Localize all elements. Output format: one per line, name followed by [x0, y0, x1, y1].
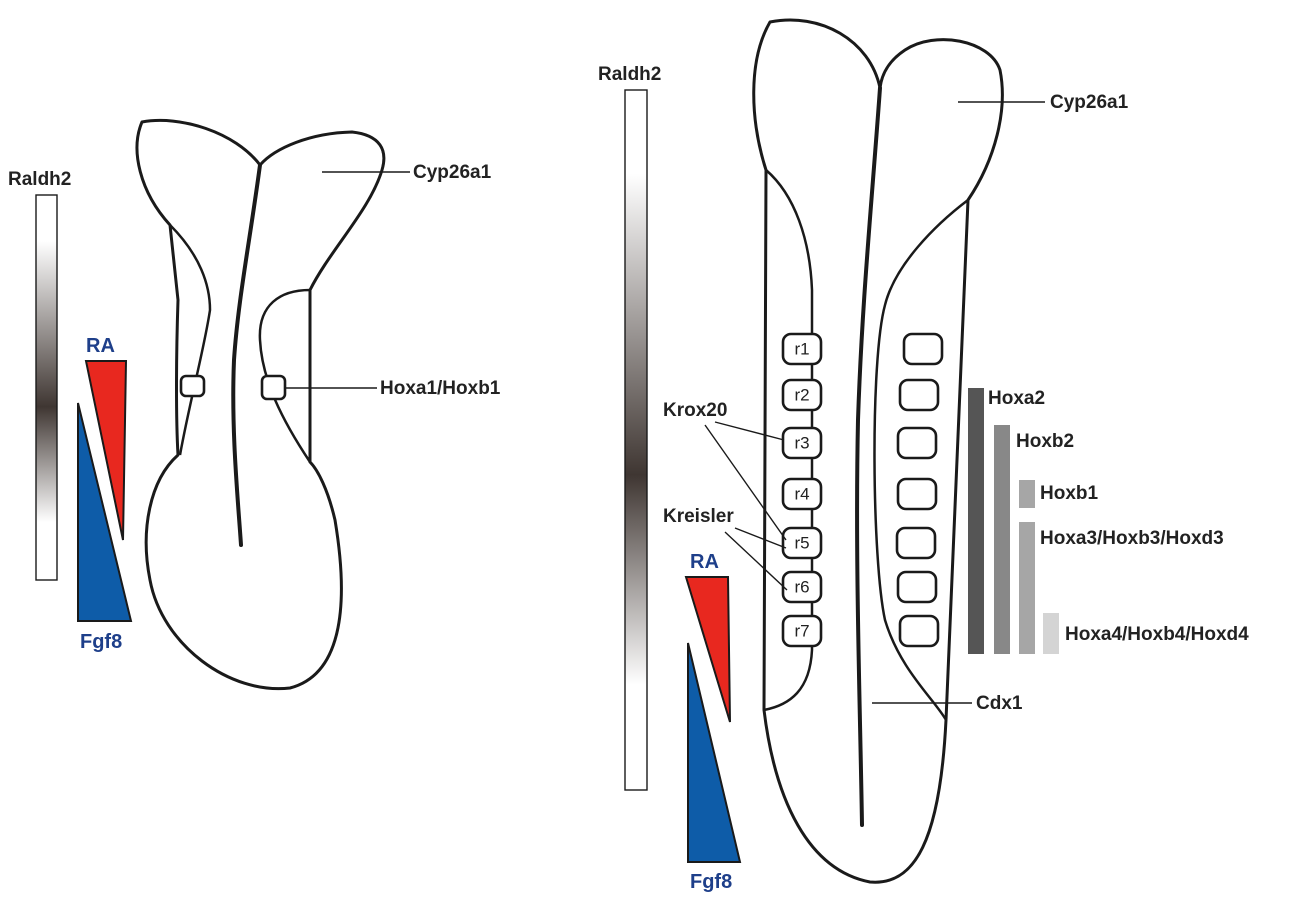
left-embryo-outline: [137, 120, 384, 688]
right-raldh2-label: Raldh2: [598, 64, 661, 85]
rhombomere-box: [897, 528, 935, 558]
rhombomere-box: [898, 479, 936, 509]
kreisler-label: Kreisler: [663, 506, 734, 527]
hox3-paralog-bar: [1019, 522, 1035, 654]
rhombomere-box: [898, 572, 936, 602]
rhombomere-label: r5: [794, 534, 809, 553]
left-cyp26a1-label: Cyp26a1: [413, 162, 492, 183]
left-panel: Raldh2 RA Fgf8 Cyp26a1 Hoxa1/Hoxb1: [8, 120, 501, 688]
right-fgf8-label: Fgf8: [690, 871, 732, 893]
hox-expression-bars: Hoxa2 Hoxb2 Hoxb1 Hoxa3/Hoxb3/Hoxd3 Hoxa…: [968, 388, 1249, 654]
hoxb2-label: Hoxb2: [1016, 431, 1074, 452]
right-ra-label: RA: [690, 551, 719, 573]
hox4-paralog-bar: [1043, 613, 1059, 654]
left-hox-domain-box-left: [181, 376, 204, 396]
right-cyp26a1-label: Cyp26a1: [1050, 92, 1129, 113]
rhombomere-label: r6: [794, 578, 809, 597]
left-hox-label: Hoxa1/Hoxb1: [380, 378, 501, 399]
right-rhombomere-column-mirror: [897, 334, 942, 646]
hoxb1-label: Hoxb1: [1040, 483, 1099, 504]
hoxb2-bar: [994, 425, 1010, 654]
rhombomere-label: r4: [794, 485, 809, 504]
rhombomere-box: [904, 334, 942, 364]
hoxb1-bar: [1019, 480, 1035, 508]
hoxa2-bar: [968, 388, 984, 654]
cdx1-label: Cdx1: [976, 693, 1023, 714]
rhombomere-box: [900, 380, 938, 410]
left-fgf8-label: Fgf8: [80, 631, 122, 653]
rhombomere-label: r7: [794, 622, 809, 641]
right-panel: Raldh2 RA Fgf8 r1 r2 r3 r4 r5 r6: [598, 20, 1249, 893]
rhombomere-box: [898, 428, 936, 458]
right-rhombomere-column: r1 r2 r3 r4 r5 r6 r7: [783, 334, 821, 646]
left-raldh2-gradient-bar: [36, 195, 57, 580]
right-fgf8-gradient-triangle: [688, 643, 740, 862]
rhombomere-label: r1: [794, 340, 809, 359]
hox4-paralog-label: Hoxa4/Hoxb4/Hoxd4: [1065, 624, 1249, 645]
krox20-label: Krox20: [663, 400, 727, 421]
left-ra-label: RA: [86, 335, 115, 357]
right-raldh2-gradient-bar: [625, 90, 647, 790]
rhombomere-label: r3: [794, 434, 809, 453]
left-hox-domain-box-right: [262, 376, 285, 399]
left-raldh2-label: Raldh2: [8, 169, 71, 190]
rhombomere-box: [900, 616, 938, 646]
hox3-paralog-label: Hoxa3/Hoxb3/Hoxd3: [1040, 528, 1224, 549]
hoxa2-label: Hoxa2: [988, 388, 1045, 409]
rhombomere-label: r2: [794, 386, 809, 405]
